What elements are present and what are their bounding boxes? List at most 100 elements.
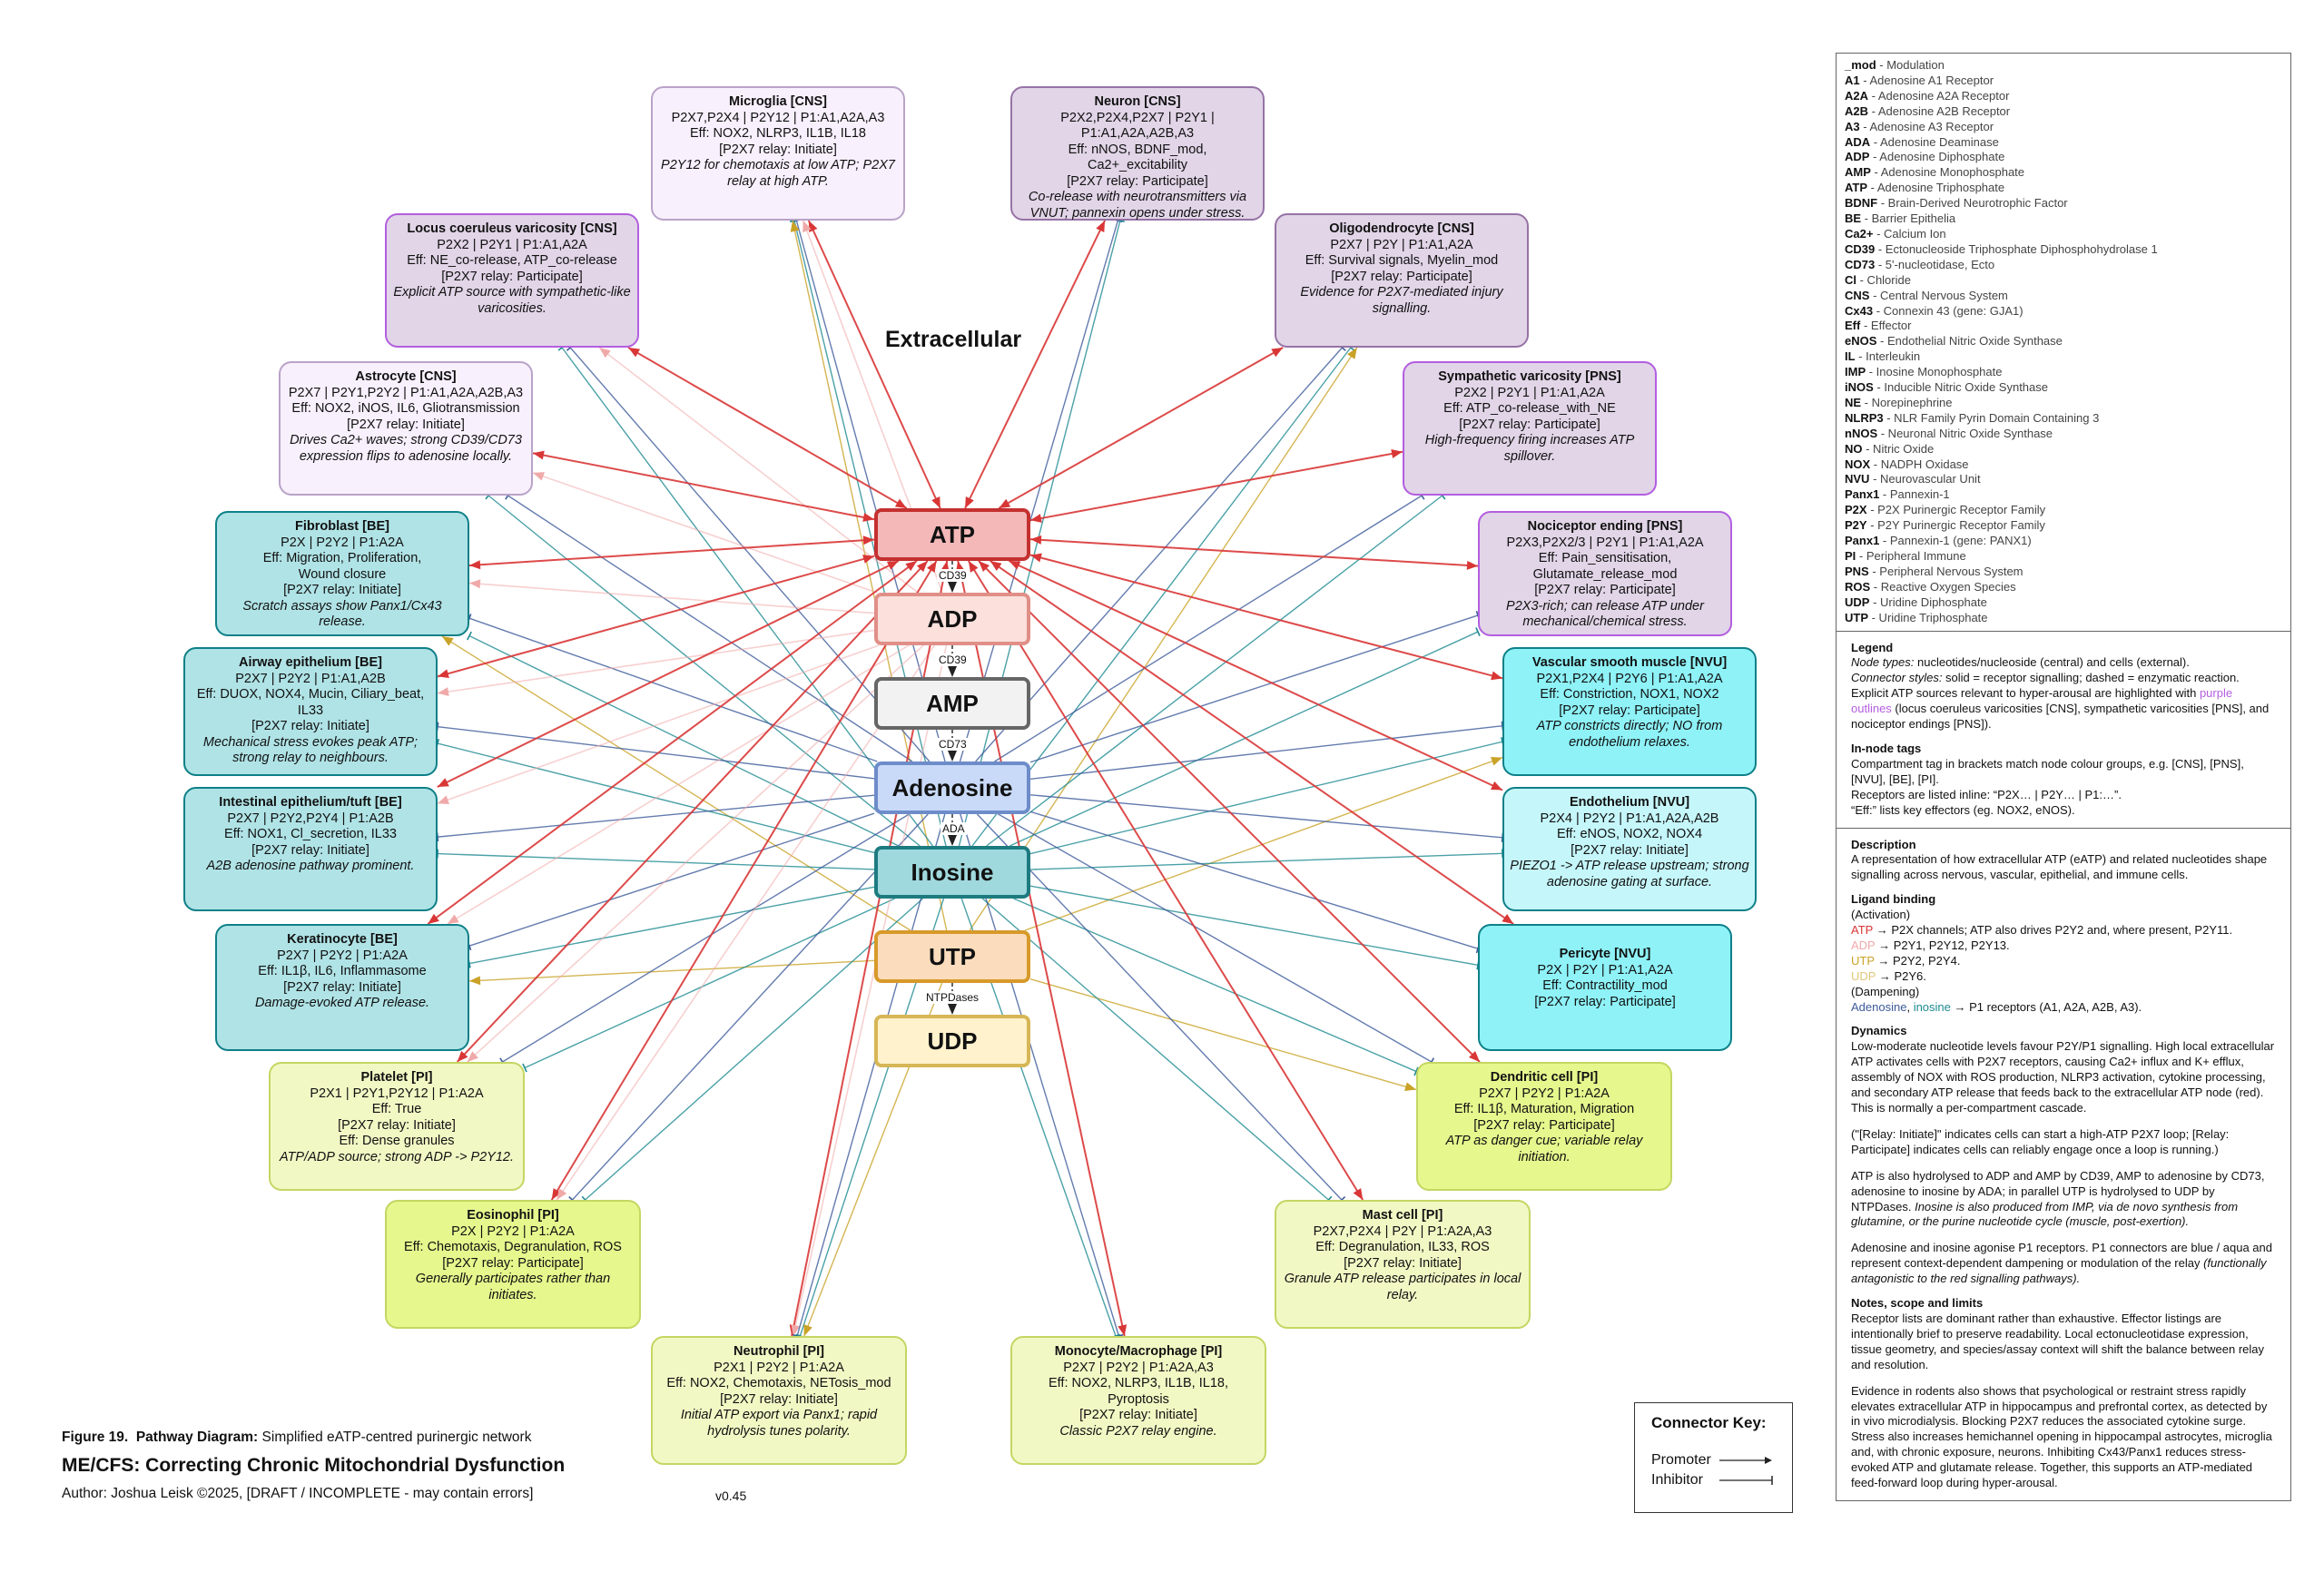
cell-line: Eff: NOX2, iNOS, IL6, Gliotransmission: [291, 401, 520, 416]
adenosine-connector: [1029, 614, 1479, 763]
cell-airway-epithelium[interactable]: Airway epithelium [BE] P2X7 | P2Y2 | P1:…: [183, 647, 438, 776]
inosine-connector: [585, 898, 923, 1201]
promoter-arrowhead: [886, 561, 899, 570]
description-text: A representation of how extracellular AT…: [1851, 852, 2268, 882]
cell-line: P2X | P2Y2 | P1:A2A: [281, 535, 404, 550]
cell-sympathetic-varicosity[interactable]: Sympathetic varicosity [PNS] P2X2 | P2Y1…: [1403, 361, 1657, 496]
promoter-arrowhead: [999, 498, 1011, 508]
activation-label: (Activation): [1851, 908, 1911, 922]
abbreviation-item: NO - Nitric Oxide: [1845, 441, 1935, 456]
cell-line: Eff: Degranulation, IL33, ROS: [1315, 1240, 1490, 1254]
figure-title: ME/CFS: Correcting Chronic Mitochondrial…: [62, 1455, 566, 1476]
adenosine-connector: [571, 813, 929, 1201]
promoter-arrowhead: [441, 636, 454, 646]
inosine-connector: [468, 886, 875, 965]
figure-line: Figure 19. Pathway Diagram: Simplified e…: [62, 1430, 532, 1445]
utp-node-label: UTP: [929, 942, 976, 970]
cell-astrocyte[interactable]: Astrocyte [CNS] P2X7 | P2Y1,P2Y2 | P1:A1…: [279, 361, 533, 496]
cell-line: P2X2,P2X4,P2X7 | P2Y1 |: [1060, 110, 1215, 125]
enzymatic-arrowhead: [948, 666, 957, 677]
atp-connector: [978, 560, 1481, 1063]
inosine-node[interactable]: Inosine: [874, 846, 1030, 899]
promoter-arrowhead: [533, 450, 545, 460]
cell-microglia[interactable]: Microglia [CNS] P2X7,P2X4 | P2Y12 | P1:A…: [651, 86, 905, 221]
promoter-arrowhead: [791, 1324, 801, 1336]
cell-monocyte-macrophage[interactable]: Monocyte/Macrophage [PI] P2X7 | P2Y2 | P…: [1010, 1336, 1266, 1465]
cell-dendritic[interactable]: Dendritic cell [PI] P2X7 | P2Y2 | P1:A2A…: [1416, 1062, 1672, 1191]
promoter-arrowhead: [968, 561, 979, 573]
promoter-arrowhead: [469, 976, 481, 986]
cell-note: PIEZO1 -> ATP release upstream; strong a…: [1510, 859, 1749, 889]
legend-title: Legend: [1851, 640, 1894, 654]
promoter-arrowhead: [1009, 561, 1021, 570]
cell-oligodendrocyte[interactable]: Oligodendrocyte [CNS] P2X7 | P2Y | P1:A1…: [1275, 213, 1529, 348]
inhibitor-bar: [467, 631, 472, 641]
enzymatic-arrowhead: [948, 1004, 957, 1015]
abbreviation-item: A2B - Adenosine A2B Receptor: [1845, 103, 2011, 118]
promoter-arrowhead: [533, 472, 545, 481]
figure-author: Author: Joshua Leisk ©2025, [DRAFT / INC…: [62, 1486, 534, 1501]
cell-locus-coeruleus[interactable]: Locus coeruleus varicosity [CNS] P2X2 | …: [385, 213, 639, 348]
cell-title: Microglia [CNS]: [729, 94, 827, 109]
adp-node[interactable]: ADP: [874, 593, 1030, 645]
amp-node[interactable]: AMP: [874, 677, 1030, 730]
inosine-connector: [1029, 852, 1503, 870]
atp-connector: [964, 220, 1106, 509]
cell-platelet[interactable]: Platelet [PI] P2X1 | P2Y1,P2Y12 | P1:A2A…: [269, 1062, 525, 1191]
legend-section: Legend Node types: nucleotides/nucleosid…: [1837, 632, 2290, 829]
cell-nociceptor-ending[interactable]: Nociceptor ending [PNS] P2X3,P2X2/3 | P2…: [1478, 511, 1732, 636]
cell-title: Eosinophil [PI]: [467, 1208, 559, 1223]
cell-line: P2X1,P2X4 | P2Y6 | P1:A1,A2A: [1536, 671, 1723, 686]
cell-vascular-smooth-muscle[interactable]: Vascular smooth muscle [NVU] P2X1,P2X4 |…: [1502, 647, 1757, 776]
cell-line: [P2X7 relay: Participate]: [441, 269, 583, 284]
adenosine-connector: [960, 813, 1120, 1337]
udp-node[interactable]: UDP: [874, 1015, 1030, 1067]
adenosine-connector: [1029, 811, 1479, 949]
adenosine-connector: [437, 794, 875, 838]
adenosine-connector: [976, 813, 1343, 1201]
abbreviation-item: IMP - Inosine Monophosphate: [1845, 365, 2003, 379]
atp-connector: [807, 220, 941, 509]
inosine-connector: [468, 634, 900, 847]
cell-note: ATP constricts directly; NO from endothe…: [1536, 719, 1723, 750]
inosine-connector: [561, 347, 933, 847]
promoter-arrowhead: [894, 498, 907, 508]
promoter-arrowhead: [1271, 348, 1284, 358]
binding-udp: UDP → P2Y6.: [1851, 968, 1926, 983]
promoter-arrowhead: [1030, 535, 1042, 545]
adenosine-connector: [959, 220, 1119, 762]
inosine-connector: [437, 852, 875, 870]
cell-title: Dendritic cell [PI]: [1490, 1070, 1599, 1085]
adenosine-connector: [975, 347, 1343, 762]
inosine-connector: [986, 495, 1443, 847]
abbreviation-item: Cx43 - Connexin 43 (gene: GJA1): [1845, 303, 2024, 318]
adenosine-node-label: Adenosine: [891, 773, 1013, 801]
adp-connector: [556, 644, 935, 1201]
promoter-arrowhead: [808, 221, 818, 232]
cell-neuron[interactable]: Neuron [CNS] P2X2,P2X4,P2X7 | P2Y1 |P1:A…: [1010, 86, 1265, 221]
adenosine-connector: [569, 347, 931, 762]
cell-line: [P2X7 relay: Participate]: [1067, 173, 1208, 189]
cell-intestinal-epithelium[interactable]: Intestinal epithelium/tuft [BE] P2X7 | P…: [183, 787, 438, 911]
abbreviation-item: nNOS - Neuronal Nitric Oxide Synthase: [1845, 426, 2053, 440]
inosine-connector: [1029, 741, 1503, 855]
promoter-arrowhead: [467, 1051, 478, 1062]
promoter-arrowhead: [965, 496, 974, 508]
cell-title: Mast cell [PI]: [1362, 1208, 1443, 1223]
utp-node[interactable]: UTP: [874, 930, 1030, 983]
adp-connector: [447, 644, 910, 925]
atp-node[interactable]: ATP: [874, 508, 1030, 561]
atp-connector: [468, 538, 875, 567]
cell-endothelium[interactable]: Endothelium [NVU] P2X4 | P2Y2 | P1:A1,A2…: [1502, 787, 1757, 911]
atp-connector: [1029, 450, 1403, 522]
adenosine-connector: [796, 813, 946, 1337]
cell-mast[interactable]: Mast cell [PI] P2X7,P2X4 | P2Y | P1:A2A,…: [1275, 1200, 1531, 1329]
adenosine-node[interactable]: Adenosine: [874, 761, 1030, 814]
inosine-connector: [1029, 885, 1479, 966]
